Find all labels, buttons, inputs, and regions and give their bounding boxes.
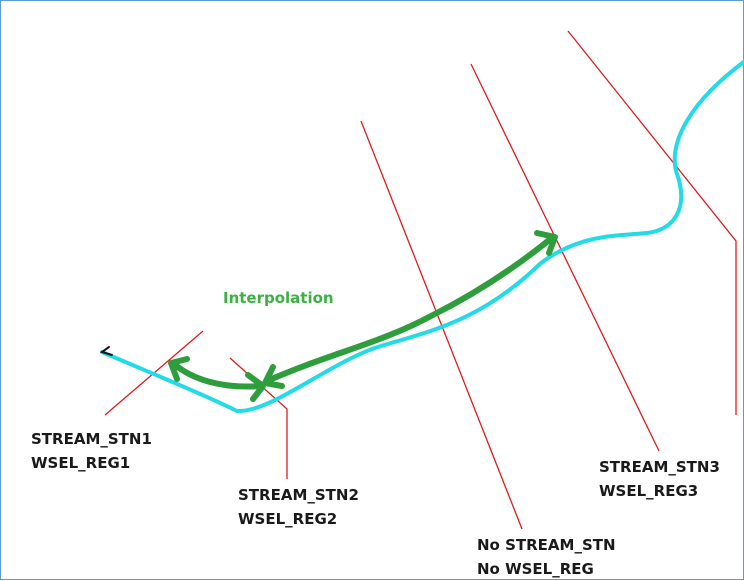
stream-line [100, 59, 744, 414]
station-3-label: STREAM_STN3 WSEL_REG3 [599, 455, 720, 503]
station-none-stream-stn: No STREAM_STN [477, 536, 616, 554]
station-3-stream-stn: STREAM_STN3 [599, 458, 720, 476]
cross-section-line-4 [470, 63, 660, 452]
interpolation-arrow-1 [170, 360, 264, 390]
interpolation-arrowhead-2b [534, 230, 558, 256]
station-1-label: STREAM_STN1 WSEL_REG1 [31, 427, 152, 475]
station-2-wsel: WSEL_REG2 [238, 510, 338, 528]
station-none-label: No STREAM_STN No WSEL_REG [477, 533, 616, 581]
interpolation-arrowhead-1b [245, 372, 266, 402]
station-2-label: STREAM_STN2 WSEL_REG2 [238, 483, 359, 531]
station-1-stream-stn: STREAM_STN1 [31, 430, 152, 448]
stream-end-arrow [99, 346, 113, 356]
interpolation-arrow-2 [264, 234, 556, 384]
station-1-wsel: WSEL_REG1 [31, 454, 131, 472]
station-3-wsel: WSEL_REG3 [599, 482, 699, 500]
interpolation-arrowhead-2a [262, 364, 285, 389]
interpolation-arrowhead-1a [168, 356, 190, 382]
interpolation-label: Interpolation [223, 289, 334, 307]
station-2-stream-stn: STREAM_STN2 [238, 486, 359, 504]
station-none-wsel: No WSEL_REG [477, 560, 594, 578]
cross-section-line-5 [567, 30, 737, 415]
